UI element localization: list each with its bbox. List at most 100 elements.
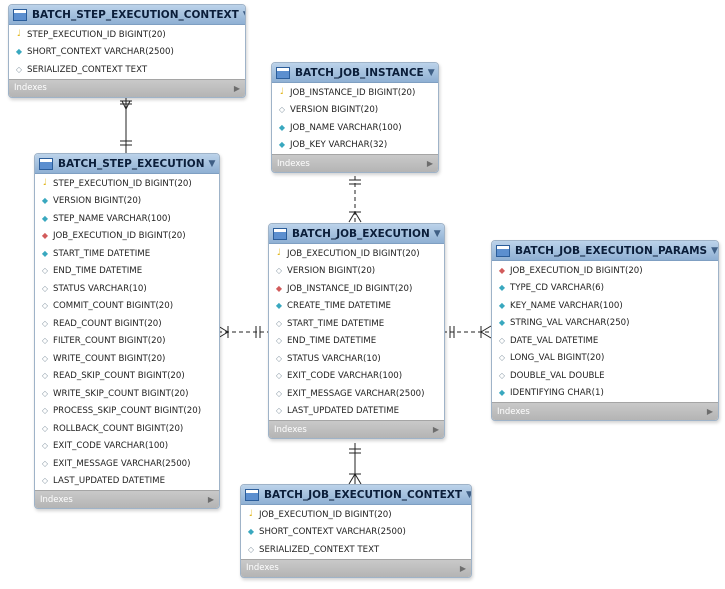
column-row[interactable]: ◆START_TIME DATETIME (35, 245, 219, 263)
column-row[interactable]: ◇WRITE_COUNT BIGINT(20) (35, 350, 219, 368)
indexes-section[interactable]: Indexes▶ (269, 420, 444, 438)
column-label: JOB_EXECUTION_ID BIGINT(20) (53, 231, 186, 242)
table-title: BATCH_JOB_INSTANCE (295, 66, 424, 79)
column-row[interactable]: ◇VERSION BIGINT(20) (269, 263, 444, 281)
indexes-section[interactable]: Indexes▶ (272, 154, 438, 172)
column-row[interactable]: ◆JOB_INSTANCE_ID BIGINT(20) (269, 280, 444, 298)
indexes-section[interactable]: Indexes▶ (241, 558, 471, 577)
table-batch-step-execution-context[interactable]: BATCH_STEP_EXECUTION_CONTEXT▼♩STEP_EXECU… (8, 4, 246, 98)
column-label: STEP_EXECUTION_ID BIGINT(20) (53, 178, 192, 189)
column-row[interactable]: ♩JOB_EXECUTION_ID BIGINT(20) (241, 506, 471, 524)
column-row[interactable]: ◆SHORT_CONTEXT VARCHAR(2500) (241, 524, 471, 542)
column-row[interactable]: ◇LAST_UPDATED DATETIME (35, 473, 219, 491)
column-row[interactable]: ◇SERIALIZED_CONTEXT TEXT (9, 61, 245, 79)
column-label: STRING_VAL VARCHAR(250) (510, 318, 630, 329)
column-row[interactable]: ◇STATUS VARCHAR(10) (269, 350, 444, 368)
column-row[interactable]: ◇FILTER_COUNT BIGINT(20) (35, 333, 219, 351)
column-row[interactable]: ◆STRING_VAL VARCHAR(250) (492, 315, 718, 333)
relationship-execution-context (348, 443, 362, 485)
column-label: EXIT_MESSAGE VARCHAR(2500) (53, 458, 191, 469)
column-row[interactable]: ◆IDENTIFYING CHAR(1) (492, 385, 718, 403)
chevron-down-icon[interactable]: ▼ (711, 245, 719, 256)
key-icon: ♩ (16, 29, 22, 40)
column-label: ROLLBACK_COUNT BIGINT(20) (53, 423, 184, 434)
hollow-diamond-icon: ◇ (41, 406, 49, 416)
indexes-section[interactable]: Indexes▶ (492, 402, 718, 420)
column-label: VERSION BIGINT(20) (53, 196, 142, 207)
column-row[interactable]: ◇COMMIT_COUNT BIGINT(20) (35, 298, 219, 316)
column-row[interactable]: ◆SHORT_CONTEXT VARCHAR(2500) (9, 44, 245, 62)
indexes-section[interactable]: Indexes▶ (35, 490, 219, 508)
chevron-right-icon[interactable]: ▶ (432, 425, 439, 434)
chevron-down-icon[interactable]: ▼ (433, 228, 441, 239)
column-row[interactable]: ◇LONG_VAL BIGINT(20) (492, 350, 718, 368)
table-header[interactable]: BATCH_JOB_EXECUTION_PARAMS▼ (492, 241, 718, 261)
column-row[interactable]: ◇DOUBLE_VAL DOUBLE (492, 367, 718, 385)
column-row[interactable]: ◇EXIT_CODE VARCHAR(100) (35, 438, 219, 456)
table-title: BATCH_JOB_EXECUTION_PARAMS (515, 244, 708, 257)
chevron-down-icon[interactable]: ▼ (427, 67, 435, 78)
column-row[interactable]: ◆STEP_NAME VARCHAR(100) (35, 210, 219, 228)
column-row[interactable]: ◇PROCESS_SKIP_COUNT BIGINT(20) (35, 403, 219, 421)
column-row[interactable]: ♩ STEP_EXECUTION_ID BIGINT(20) (35, 175, 219, 193)
table-batch-job-instance[interactable]: BATCH_JOB_INSTANCE▼♩JOB_INSTANCE_ID BIGI… (271, 62, 439, 173)
column-row[interactable]: ◆JOB_EXECUTION_ID BIGINT(20) (35, 228, 219, 246)
column-row[interactable]: ◇LAST_UPDATED DATETIME (269, 403, 444, 421)
column-row[interactable]: ◇READ_COUNT BIGINT(20) (35, 315, 219, 333)
table-batch-job-execution-params[interactable]: BATCH_JOB_EXECUTION_PARAMS▼◆JOB_EXECUTIO… (491, 240, 719, 421)
chevron-down-icon[interactable]: ▼ (466, 490, 471, 500)
table-header[interactable]: BATCH_JOB_INSTANCE▼ (272, 63, 438, 83)
column-row[interactable]: ♩JOB_INSTANCE_ID BIGINT(20) (272, 84, 438, 102)
column-row[interactable]: ◇END_TIME DATETIME (35, 263, 219, 281)
column-row[interactable]: ◆JOB_NAME VARCHAR(100) (272, 119, 438, 137)
chevron-right-icon[interactable]: ▶ (706, 407, 713, 416)
chevron-right-icon[interactable]: ▶ (426, 159, 433, 168)
column-row[interactable]: ◇WRITE_SKIP_COUNT BIGINT(20) (35, 385, 219, 403)
table-header[interactable]: BATCH_STEP_EXECUTION_CONTEXT▼ (9, 5, 245, 25)
diamond-icon: ◆ (275, 301, 283, 311)
indexes-section[interactable]: Indexes▶ (9, 78, 245, 97)
column-row[interactable]: ◆JOB_KEY VARCHAR(32) (272, 137, 438, 155)
column-label: END_TIME DATETIME (287, 336, 377, 347)
chevron-right-icon[interactable]: ▶ (459, 563, 466, 573)
column-row[interactable]: ◆VERSION BIGINT(20) (35, 193, 219, 211)
column-list: ♩JOB_INSTANCE_ID BIGINT(20)◇VERSION BIGI… (272, 83, 438, 154)
column-row[interactable]: ◇START_TIME DATETIME (269, 315, 444, 333)
table-batch-step-execution[interactable]: BATCH_STEP_EXECUTION▼ ♩ STEP_EXECUTION_ID … (34, 153, 220, 509)
chevron-right-icon[interactable]: ▶ (233, 83, 240, 93)
column-row[interactable]: ♩STEP_EXECUTION_ID BIGINT(20) (9, 26, 245, 44)
column-row[interactable]: ♩JOB_EXECUTION_ID BIGINT(20) (269, 245, 444, 263)
column-row[interactable]: ◇STATUS VARCHAR(10) (35, 280, 219, 298)
key-icon: ♩ (276, 248, 282, 259)
table-title: BATCH_JOB_EXECUTION_CONTEXT (264, 488, 463, 501)
column-row[interactable]: ◆KEY_NAME VARCHAR(100) (492, 297, 718, 315)
column-row[interactable]: ◇SERIALIZED_CONTEXT TEXT (241, 541, 471, 559)
table-header[interactable]: BATCH_STEP_EXECUTION▼ (35, 154, 219, 174)
column-row[interactable]: ◇DATE_VAL DATETIME (492, 332, 718, 350)
hollow-diamond-icon: ◇ (275, 388, 283, 398)
column-row[interactable]: ◇EXIT_MESSAGE VARCHAR(2500) (35, 455, 219, 473)
chevron-right-icon[interactable]: ▶ (207, 495, 214, 504)
column-row[interactable]: ◆CREATE_TIME DATETIME (269, 298, 444, 316)
column-row[interactable]: ◇EXIT_CODE VARCHAR(100) (269, 368, 444, 386)
table-batch-job-execution-context[interactable]: BATCH_JOB_EXECUTION_CONTEXT▼♩JOB_EXECUTI… (240, 484, 472, 578)
column-row[interactable]: ◇READ_SKIP_COUNT BIGINT(20) (35, 368, 219, 386)
table-title: BATCH_STEP_EXECUTION (58, 157, 205, 170)
hollow-diamond-icon: ◇ (275, 406, 283, 416)
column-row[interactable]: ◆JOB_EXECUTION_ID BIGINT(20) (492, 262, 718, 280)
hollow-diamond-icon: ◇ (41, 283, 49, 293)
column-label: TYPE_CD VARCHAR(6) (510, 283, 604, 294)
key-icon: ♩ (42, 178, 48, 189)
table-batch-job-execution[interactable]: BATCH_JOB_EXECUTION▼♩JOB_EXECUTION_ID BI… (268, 223, 445, 439)
chevron-down-icon[interactable]: ▼ (243, 10, 245, 20)
column-row[interactable]: ◇ROLLBACK_COUNT BIGINT(20) (35, 420, 219, 438)
chevron-down-icon[interactable]: ▼ (208, 158, 216, 169)
column-row[interactable]: ◇EXIT_MESSAGE VARCHAR(2500) (269, 385, 444, 403)
column-row[interactable]: ◇END_TIME DATETIME (269, 333, 444, 351)
table-header[interactable]: BATCH_JOB_EXECUTION▼ (269, 224, 444, 244)
column-label: DATE_VAL DATETIME (510, 335, 599, 346)
table-header[interactable]: BATCH_JOB_EXECUTION_CONTEXT▼ (241, 485, 471, 505)
column-row[interactable]: ◆TYPE_CD VARCHAR(6) (492, 280, 718, 298)
column-label: EXIT_CODE VARCHAR(100) (53, 441, 169, 452)
column-row[interactable]: ◇VERSION BIGINT(20) (272, 102, 438, 120)
